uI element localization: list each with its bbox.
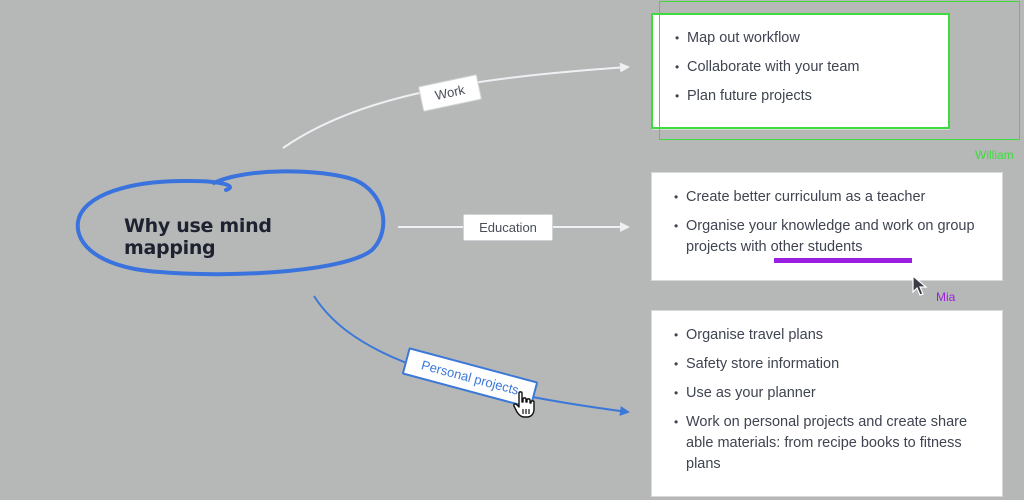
list-item: Safety store information	[674, 354, 988, 375]
william-selection-frame	[659, 1, 1020, 140]
education-list: Create better curriculum as a teacher Or…	[674, 187, 988, 258]
branch-label-education[interactable]: Education	[463, 214, 553, 241]
william-selection-box	[651, 13, 950, 129]
list-item: Plan future projects	[675, 86, 935, 107]
central-topic-outline[interactable]	[75, 169, 386, 277]
list-item: Map out workflow	[675, 28, 935, 49]
collaborator-name-mia: Mia	[936, 290, 956, 304]
list-item: Collaborate with your team	[675, 57, 935, 78]
central-topic-label[interactable]: Why use mind mapping	[124, 215, 272, 259]
collaborator-name-william: William	[975, 148, 1014, 162]
list-item: Work on personal projects and create sha…	[674, 412, 988, 475]
hand-cursor-icon	[513, 391, 535, 418]
work-card[interactable]: Map out workflow Collaborate with your t…	[652, 13, 950, 130]
pointer-cursor-icon	[912, 275, 928, 296]
personal-list: Organise travel plans Safety store infor…	[674, 325, 988, 475]
personal-projects-card[interactable]: Organise travel plans Safety store infor…	[651, 310, 1003, 497]
list-item: Organise travel plans	[674, 325, 988, 346]
work-list: Map out workflow Collaborate with your t…	[675, 28, 935, 107]
connector-personal[interactable]	[313, 295, 630, 416]
education-card[interactable]: Create better curriculum as a teacher Or…	[651, 172, 1003, 281]
list-item: Organise your knowledge and work on grou…	[674, 216, 988, 258]
list-item: Use as your planner	[674, 383, 988, 404]
list-item: Create better curriculum as a teacher	[674, 187, 988, 208]
mia-text-highlight	[774, 258, 912, 263]
